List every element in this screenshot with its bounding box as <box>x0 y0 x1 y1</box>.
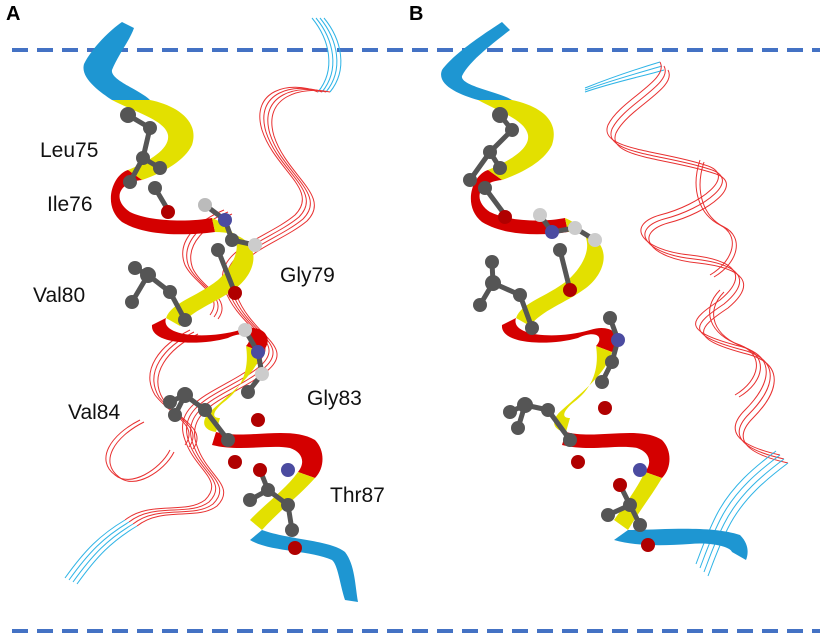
panel-b-main-helix <box>441 22 748 560</box>
residue-label-ile76: Ile76 <box>47 193 93 216</box>
panel-a-atoms <box>120 107 302 555</box>
panel-a <box>64 17 358 602</box>
panel-b-partner-helix <box>584 61 789 577</box>
panel-a-side-chains <box>125 112 295 533</box>
residue-label-gly79: Gly79 <box>280 264 335 287</box>
panel-label-b: B <box>409 3 423 25</box>
panel-a-main-helix <box>83 22 358 602</box>
residue-label-gly83: Gly83 <box>307 387 362 410</box>
panel-b-atoms <box>463 107 655 552</box>
residue-label-val80: Val80 <box>33 284 85 307</box>
panel-label-a: A <box>6 3 20 25</box>
residue-label-val84: Val84 <box>68 401 120 424</box>
panel-b <box>441 22 789 577</box>
residue-label-leu75: Leu75 <box>40 139 98 162</box>
residue-label-thr87: Thr87 <box>330 484 385 507</box>
